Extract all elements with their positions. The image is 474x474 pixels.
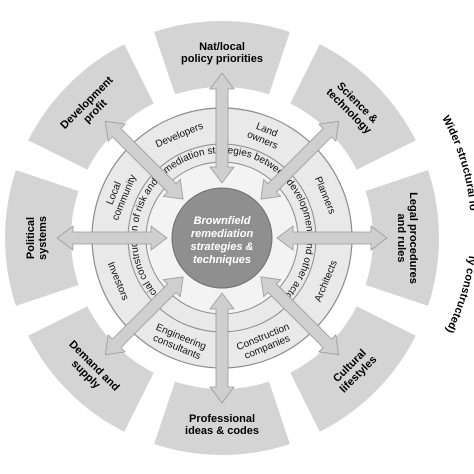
center-title-line: Brownfield [194, 215, 251, 227]
wide-text-end: ly constructed) [443, 255, 474, 335]
force-label-line: Nat/local [199, 41, 245, 53]
force-segment-demand-and-supply [25, 303, 157, 435]
force-label-legal-procedures-and-rules: Legal proceduresand rules [395, 192, 419, 284]
double-headed-arrows [56, 72, 388, 404]
center-title-line: remediation [191, 228, 254, 240]
double-arrow [276, 225, 388, 251]
force-label-line: policy priorities [181, 53, 263, 65]
force-segment-science-technology [287, 41, 419, 173]
force-label-line: systems [37, 216, 49, 260]
wide-text-part-2: ly constructed) [443, 255, 474, 335]
double-arrow [260, 276, 340, 356]
force-segment-nat-local-policy-priorities [151, 19, 293, 98]
double-arrow [209, 292, 235, 404]
force-segment-professional-ideas-codes [151, 378, 293, 457]
force-segment-legal-procedures-and-rules [362, 167, 441, 309]
force-label-political-systems: Politicalsystems [25, 216, 49, 260]
outer-force-segments [3, 19, 441, 457]
center-title-line: strategies & [191, 241, 254, 253]
force-label-line: Political [25, 217, 37, 259]
center-disc [171, 187, 273, 289]
wide-text-part-1: Wider structural fo [439, 114, 474, 212]
force-label-line: ideas & codes [185, 425, 259, 437]
force-segment-development-profit [25, 41, 157, 173]
force-label-line: Legal procedures [407, 192, 419, 284]
double-arrow [104, 276, 184, 356]
double-arrow [104, 120, 184, 200]
force-segment-cultural-lifestyles [287, 303, 419, 435]
double-arrow [56, 225, 168, 251]
center-title-line: techniques [193, 254, 251, 266]
force-label-line: and rules [395, 214, 407, 263]
wider-structural-forces-label: Wider structural fo ly constructed) [439, 114, 474, 335]
wide-text-start: Wider structural fo [439, 114, 474, 212]
force-segment-political-systems [3, 167, 82, 309]
double-arrow [209, 72, 235, 184]
force-label-line: Professional [189, 413, 255, 425]
double-arrow [260, 120, 340, 200]
